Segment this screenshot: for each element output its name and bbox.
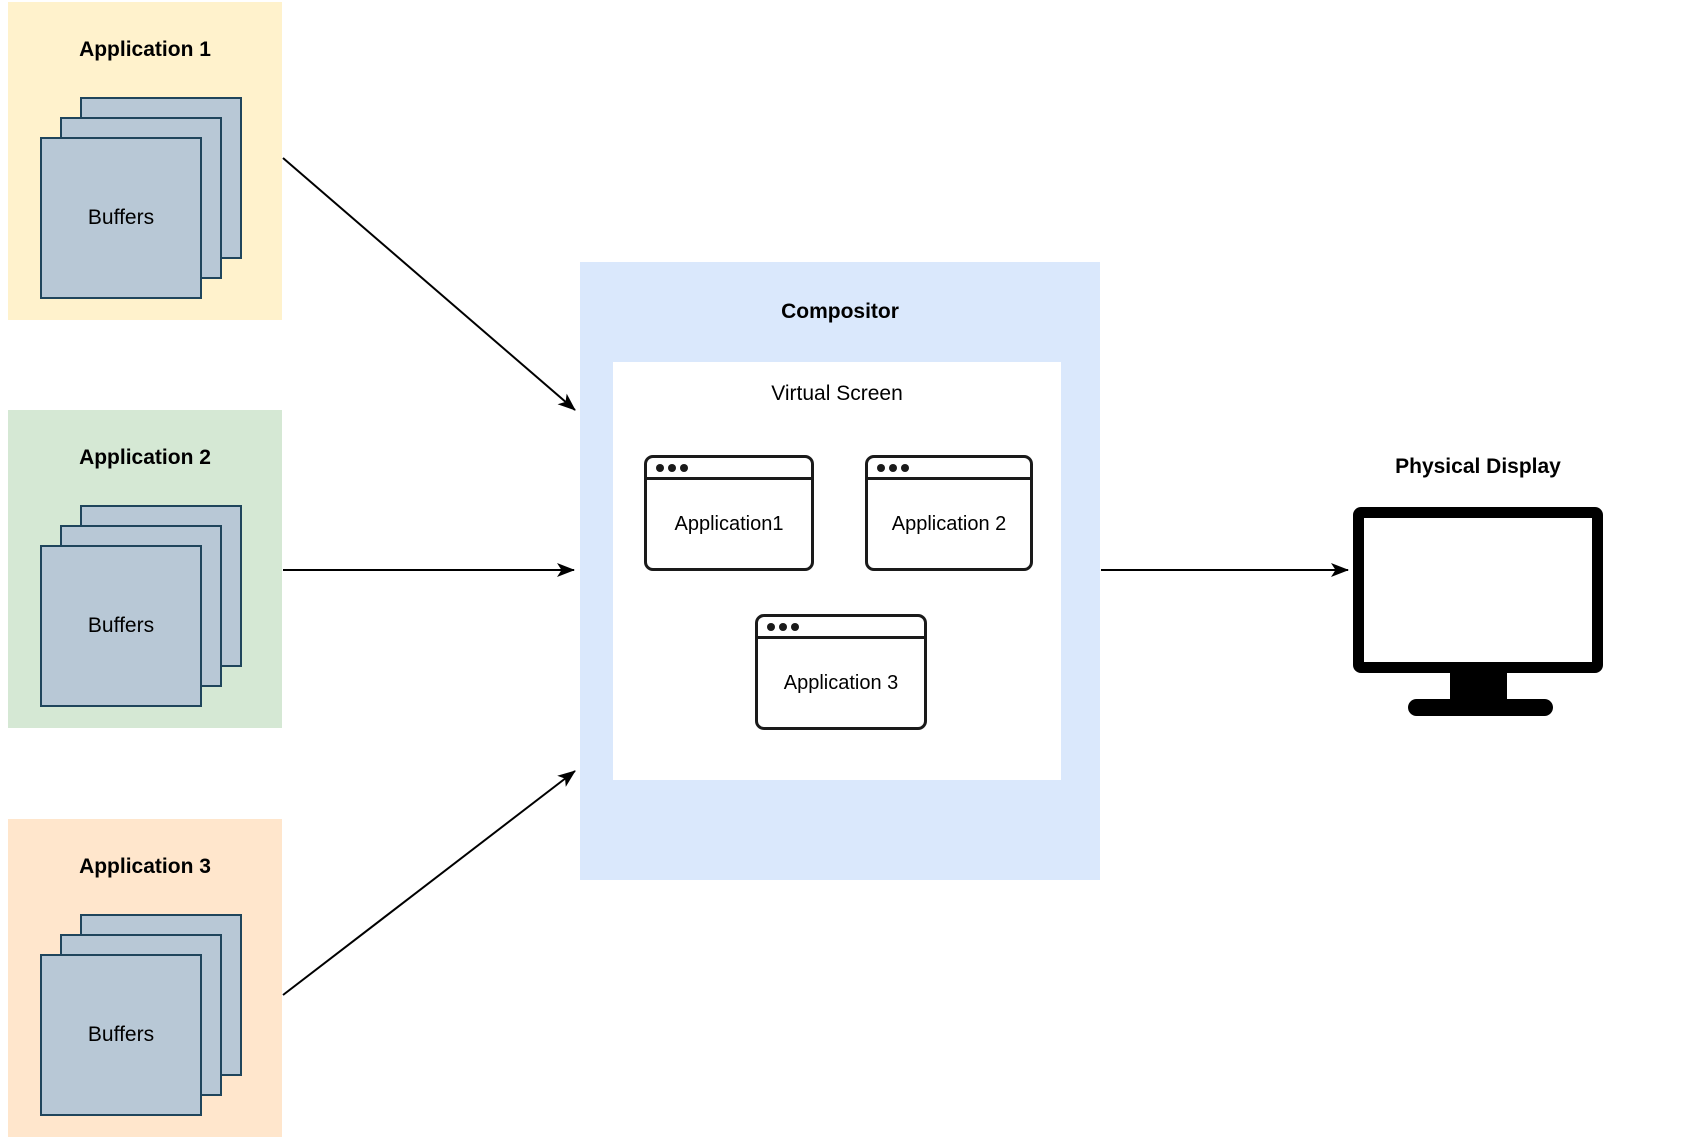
window-label: Application1: [674, 512, 784, 535]
virtual-window-application-3: Application 3: [755, 614, 927, 730]
window-dot-icon: [779, 622, 787, 631]
physical-display-title: Physical Display: [1395, 455, 1561, 478]
application-2-title: Application 2: [79, 446, 211, 469]
virtual-screen-box: Virtual Screen Application1 Application …: [613, 362, 1061, 780]
buffers-label: Buffers: [87, 614, 155, 637]
window-titlebar: [868, 458, 1030, 480]
buffer-square-front: Buffers: [40, 954, 202, 1116]
window-dot-icon: [668, 463, 676, 472]
virtual-window-application-2: Application 2: [865, 455, 1033, 571]
window-label: Application 2: [891, 512, 1007, 535]
monitor-icon: [1353, 507, 1603, 673]
window-dot-icon: [656, 463, 664, 472]
application-1-title: Application 1: [79, 38, 211, 61]
buffers-label: Buffers: [87, 1023, 155, 1046]
compositor-title: Compositor: [781, 300, 899, 323]
virtual-screen-title: Virtual Screen: [771, 382, 903, 405]
application-2-box: Application 2 Buffers: [8, 410, 282, 728]
window-dot-icon: [877, 463, 885, 472]
window-dot-icon: [767, 622, 775, 631]
window-dot-icon: [889, 463, 897, 472]
buffer-square-front: Buffers: [40, 545, 202, 707]
buffer-square-front: Buffers: [40, 137, 202, 299]
virtual-window-application-1: Application1: [644, 455, 814, 571]
window-dot-icon: [901, 463, 909, 472]
window-titlebar: [647, 458, 811, 480]
window-dot-icon: [791, 622, 799, 631]
monitor-stand-base: [1408, 699, 1553, 716]
arrow-app1-to-compositor: [282, 157, 576, 411]
arrow-app3-to-compositor: [282, 770, 576, 996]
window-titlebar: [758, 617, 924, 639]
buffers-label: Buffers: [87, 206, 155, 229]
window-dot-icon: [680, 463, 688, 472]
application-3-box: Application 3 Buffers: [8, 819, 282, 1137]
application-3-title: Application 3: [79, 855, 211, 878]
monitor-stand-neck: [1450, 671, 1507, 702]
window-label: Application 3: [783, 671, 899, 694]
application-1-box: Application 1 Buffers: [8, 2, 282, 320]
compositor-box: Compositor Virtual Screen Application1 A…: [580, 262, 1100, 880]
